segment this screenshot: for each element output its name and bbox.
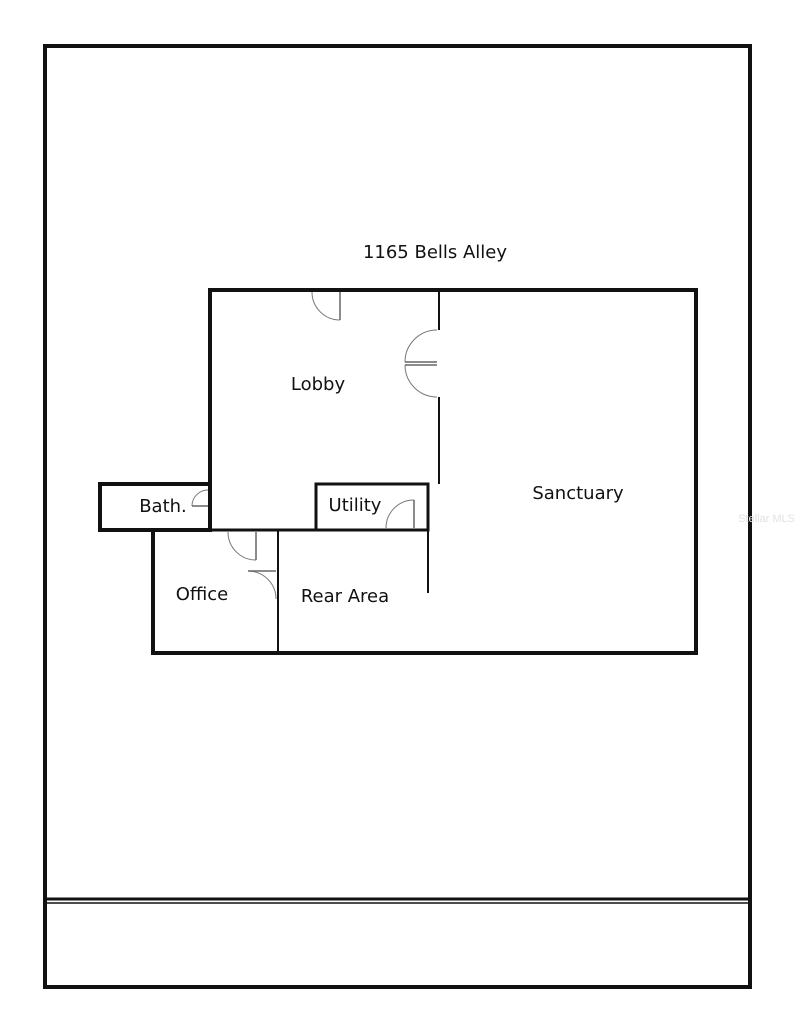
lot-border xyxy=(43,44,752,989)
door-office-rear xyxy=(247,570,277,600)
door-utility xyxy=(385,499,415,529)
room-label-utility: Utility xyxy=(329,495,382,516)
room-label-sanctuary: Sanctuary xyxy=(532,483,624,504)
room-label-office: Office xyxy=(176,584,229,605)
door-entry xyxy=(311,291,341,321)
watermark-logo: Stellar MLS xyxy=(738,513,795,525)
building-outline xyxy=(151,288,698,655)
room-label-rear-area: Rear Area xyxy=(301,586,389,607)
door-office-top xyxy=(227,531,257,561)
door-bath xyxy=(191,489,209,507)
bath-walls xyxy=(98,482,212,532)
address-label: 1165 Bells Alley xyxy=(363,242,507,263)
door-sanctuary-double xyxy=(404,329,438,398)
room-label-bath: Bath. xyxy=(139,496,187,517)
room-label-lobby: Lobby xyxy=(291,374,346,395)
utility-walls xyxy=(314,482,430,532)
